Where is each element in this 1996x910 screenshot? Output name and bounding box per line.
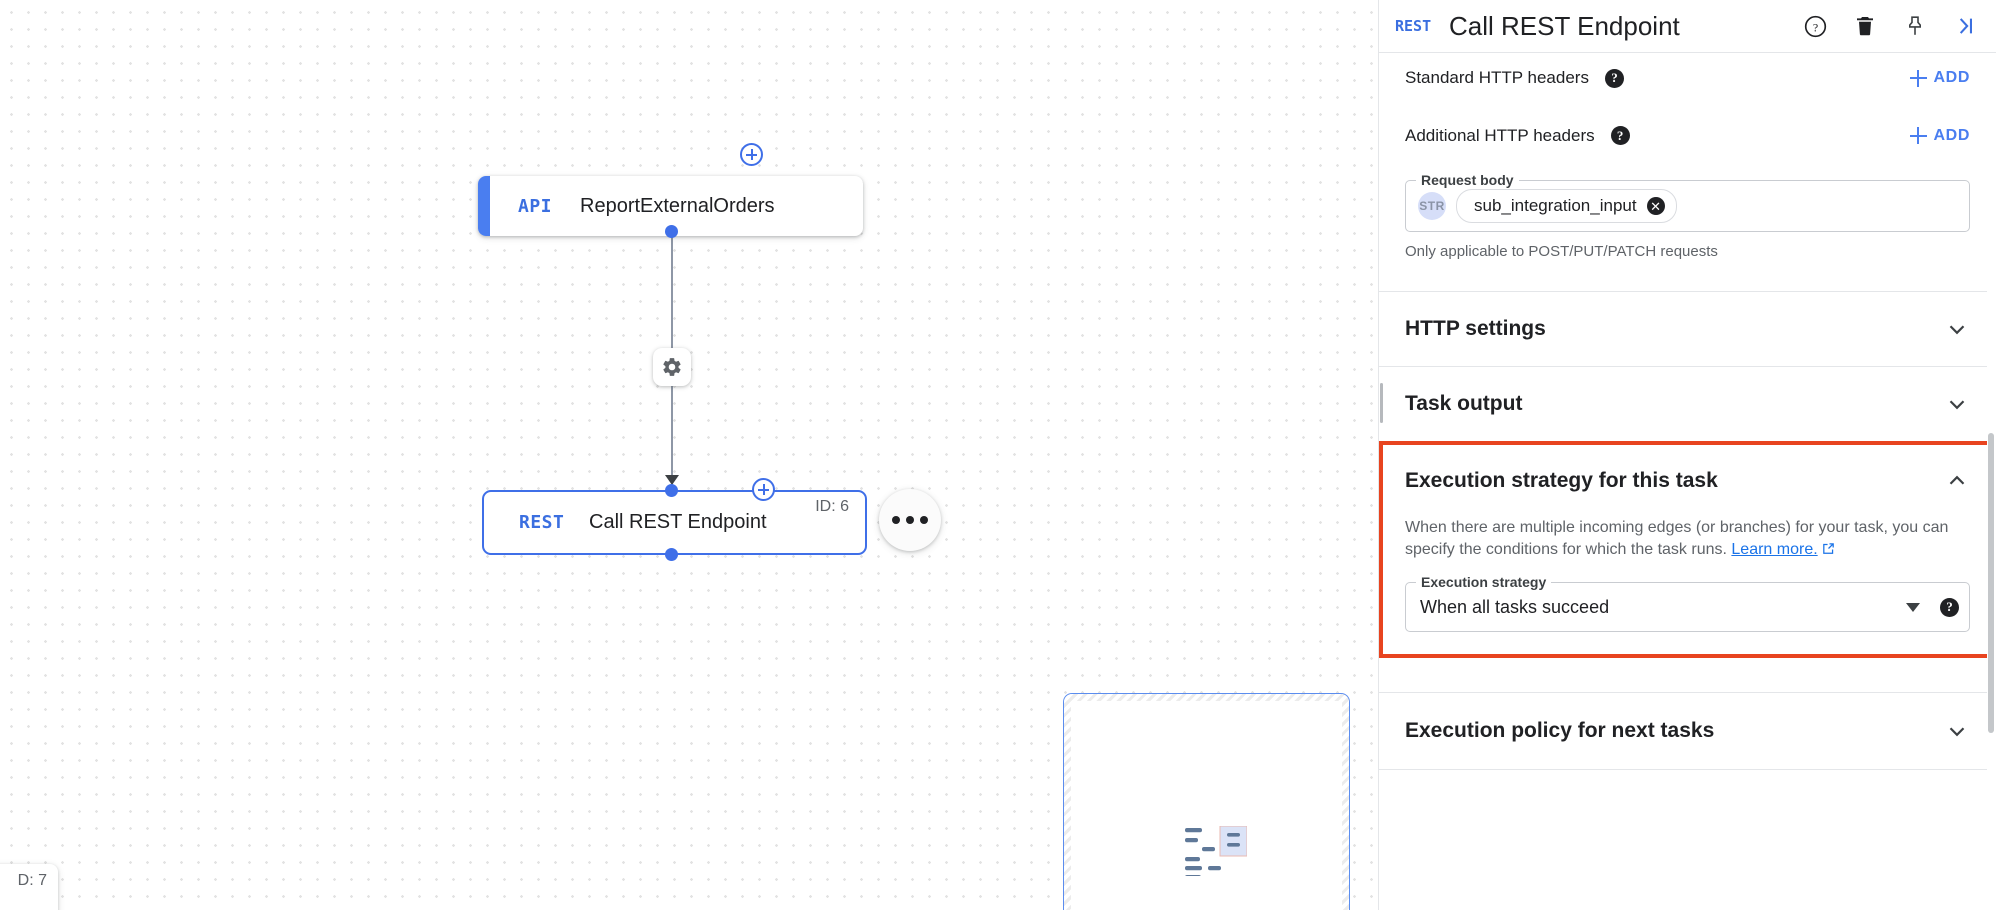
help-icon[interactable]: ? bbox=[1610, 126, 1630, 145]
panel-scrollbar[interactable] bbox=[1987, 53, 1996, 910]
offscreen-node-id-label: D: 7 bbox=[17, 872, 47, 889]
add-additional-header-label: ADD bbox=[1933, 126, 1970, 144]
execution-strategy-value: When all tasks succeed bbox=[1420, 596, 1610, 617]
add-additional-header-button[interactable]: ADD bbox=[1909, 126, 1970, 145]
plus-icon bbox=[1909, 127, 1927, 144]
collapse-panel-button[interactable] bbox=[1950, 11, 1980, 41]
execution-strategy-header[interactable]: Execution strategy for this task bbox=[1383, 445, 1992, 517]
help-circle-icon: ? bbox=[1804, 15, 1826, 37]
close-icon[interactable]: ✕ bbox=[1646, 197, 1665, 215]
workflow-canvas[interactable]: API ReportExternalOrders REST Call REST … bbox=[0, 0, 1378, 910]
more-horizontal-icon bbox=[892, 516, 900, 524]
chevron-down-icon bbox=[1949, 727, 1965, 737]
chevron-up-icon bbox=[1949, 475, 1965, 485]
divider bbox=[1379, 692, 1996, 694]
node-output-port[interactable] bbox=[665, 548, 678, 561]
node-more-menu-button[interactable] bbox=[879, 489, 941, 551]
panel-body: Standard HTTP headers ? ADD Additional H… bbox=[1379, 53, 1996, 910]
standard-http-headers-label: Standard HTTP headers bbox=[1405, 68, 1589, 87]
spacer bbox=[1383, 632, 1992, 654]
panel-type-badge: REST bbox=[1395, 17, 1432, 35]
execution-strategy-description-line1: When there are multiple incoming edges (… bbox=[1405, 519, 1888, 536]
node-type-badge: REST bbox=[519, 512, 565, 533]
node-output-port[interactable] bbox=[665, 225, 678, 238]
canvas-overlay-panel[interactable] bbox=[1063, 693, 1350, 910]
spacer bbox=[1379, 658, 1996, 692]
request-body-hint: Only applicable to POST/PUT/PATCH reques… bbox=[1405, 243, 1718, 260]
execution-strategy-description: When there are multiple incoming edges (… bbox=[1405, 517, 1970, 560]
edge-settings-button[interactable] bbox=[653, 348, 691, 386]
request-body-variable-name: sub_integration_input bbox=[1474, 196, 1637, 215]
gear-icon bbox=[663, 358, 681, 376]
section-title: Execution strategy for this task bbox=[1405, 469, 1718, 492]
overlay-content bbox=[1071, 701, 1342, 910]
collapse-right-icon bbox=[1959, 18, 1972, 34]
additional-http-headers-label: Additional HTTP headers bbox=[1405, 125, 1595, 145]
additional-http-headers-row: Additional HTTP headers ? ADD bbox=[1379, 103, 1996, 168]
request-body-type-chip: STR bbox=[1418, 192, 1446, 220]
pin-icon bbox=[1909, 16, 1921, 35]
section-title: HTTP settings bbox=[1405, 317, 1546, 340]
execution-strategy-select[interactable]: Execution strategy When all tasks succee… bbox=[1405, 574, 1970, 633]
request-body-variable-chip[interactable]: sub_integration_input ✕ bbox=[1456, 189, 1677, 223]
chevron-down-icon bbox=[1949, 400, 1965, 410]
section-http-settings[interactable]: HTTP settings bbox=[1379, 292, 1996, 366]
edge-arrowhead bbox=[665, 475, 679, 485]
trash-icon bbox=[1857, 17, 1873, 36]
chevron-down-icon[interactable] bbox=[1906, 602, 1920, 612]
divider bbox=[1379, 291, 1996, 292]
page-title: Call REST Endpoint bbox=[1449, 10, 1680, 41]
more-horizontal-icon bbox=[920, 516, 928, 524]
execution-strategy-field-label: Execution strategy bbox=[1416, 574, 1552, 591]
scroll-position-marker bbox=[1380, 383, 1383, 423]
external-link-icon[interactable] bbox=[1821, 541, 1836, 556]
section-title: Task output bbox=[1405, 392, 1523, 415]
section-title: Execution policy for next tasks bbox=[1405, 719, 1715, 743]
panel-header: REST Call REST Endpoint ? bbox=[1379, 0, 1996, 53]
chevron-down-icon bbox=[1949, 325, 1965, 335]
task-config-panel: REST Call REST Endpoint ? bbox=[1378, 0, 1996, 910]
add-standard-header-button[interactable]: ADD bbox=[1909, 69, 1970, 87]
add-node-button-top[interactable] bbox=[740, 143, 763, 166]
more-horizontal-icon bbox=[906, 516, 914, 524]
node-title: ReportExternalOrders bbox=[580, 194, 775, 217]
node-accent-bar bbox=[478, 176, 490, 236]
svg-text:?: ? bbox=[1812, 20, 1817, 34]
plus-icon bbox=[1909, 69, 1927, 87]
node-type-badge: API bbox=[518, 195, 553, 217]
section-task-output[interactable]: Task output bbox=[1379, 367, 1996, 441]
divider bbox=[1379, 366, 1996, 367]
empty-state-illustration-icon bbox=[1185, 826, 1247, 876]
learn-more-link[interactable]: Learn more. bbox=[1731, 540, 1818, 558]
delete-button[interactable] bbox=[1850, 11, 1880, 41]
pin-button[interactable] bbox=[1900, 11, 1930, 41]
panel-scrollbar-thumb[interactable] bbox=[1988, 433, 1994, 733]
execution-strategy-description-line2: you can specify the conditions for which… bbox=[1405, 519, 1949, 558]
help-icon[interactable]: ? bbox=[1604, 68, 1624, 88]
help-button[interactable]: ? bbox=[1800, 11, 1830, 41]
node-id-label: ID: 6 bbox=[815, 498, 849, 515]
node-title: Call REST Endpoint bbox=[589, 511, 767, 533]
node-call-rest-endpoint[interactable]: REST Call REST Endpoint ID: 6 bbox=[482, 490, 867, 555]
request-body-field[interactable]: Request body STR sub_integration_input ✕ bbox=[1405, 172, 1970, 232]
node-input-port[interactable] bbox=[665, 484, 678, 497]
add-node-button-bottom[interactable] bbox=[752, 478, 775, 501]
execution-strategy-section[interactable]: Execution strategy for this task When th… bbox=[1379, 441, 1996, 659]
divider bbox=[1379, 769, 1996, 771]
request-body-label: Request body bbox=[1416, 172, 1519, 188]
add-standard-header-label: ADD bbox=[1933, 69, 1970, 86]
section-execution-policy[interactable]: Execution policy for next tasks bbox=[1379, 693, 1996, 769]
offscreen-node-card[interactable]: D: 7 bbox=[0, 864, 58, 910]
standard-http-headers-row: Standard HTTP headers ? ADD bbox=[1379, 53, 1996, 103]
help-icon[interactable]: ? bbox=[1940, 597, 1959, 617]
